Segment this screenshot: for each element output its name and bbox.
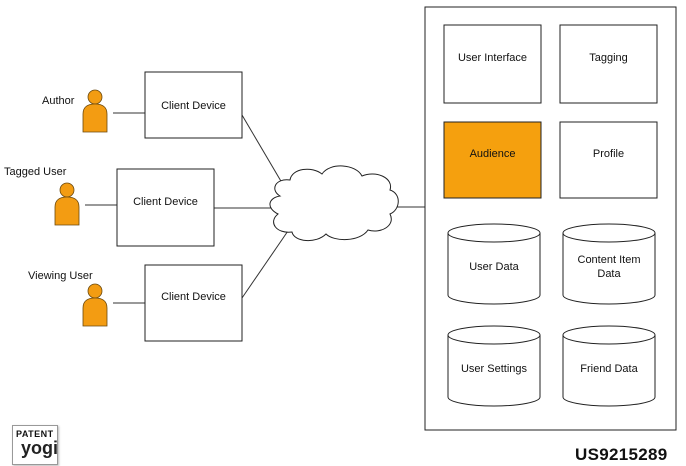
module-user-interface: User Interface [443, 24, 542, 104]
svg-text:User Interface: User Interface [458, 52, 527, 64]
store-friend-data: Friend Data [562, 325, 656, 407]
client-device-box: Client Device [144, 264, 243, 342]
connector-lines [85, 112, 425, 304]
svg-text:Audience: Audience [470, 148, 516, 160]
store-user-data: User Data [447, 223, 541, 305]
viewing-user-label: Viewing User [28, 270, 93, 282]
author-label: Author [42, 95, 75, 107]
store-label: User Data [469, 261, 519, 273]
store-label: Content Item [578, 254, 641, 266]
patentyogi-logo: PATENT yogi [12, 425, 58, 465]
svg-text:Profile: Profile [593, 148, 624, 160]
user-person-icon [82, 283, 108, 327]
module-audience: Audience [443, 121, 542, 199]
logo-text-bottom: yogi [21, 438, 59, 458]
module-tagging: Tagging [559, 24, 658, 104]
client-device-box: Client Device [144, 71, 243, 139]
store-label: Friend Data [580, 363, 638, 375]
tagged-user-label: Tagged User [4, 166, 67, 178]
module-profile: Profile [559, 121, 658, 199]
client-device-label: Client Device [161, 100, 226, 112]
client-device-label: Client Device [133, 196, 198, 208]
client-device-box: Client Device [116, 168, 215, 247]
svg-text:Tagging: Tagging [589, 52, 628, 64]
user-person-icon [82, 89, 108, 133]
patent-number: US9215289 [575, 445, 668, 464]
store-label: Data [597, 268, 621, 280]
network-cloud [269, 165, 399, 241]
logo-text-top: PATENT [16, 429, 54, 439]
client-device-label: Client Device [161, 291, 226, 303]
store-user-settings: User Settings [447, 325, 541, 407]
store-label: User Settings [461, 363, 528, 375]
user-person-icon [54, 182, 80, 226]
